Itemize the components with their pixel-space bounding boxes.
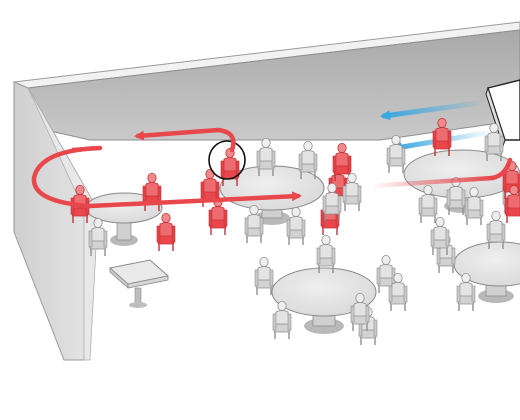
left-wall-face [27, 87, 99, 361]
table-a [70, 172, 176, 257]
table-e [430, 184, 520, 312]
room [12, 21, 520, 420]
table-c [386, 117, 520, 226]
recirculation-loop-segment [71, 145, 101, 153]
warm-airflow [31, 127, 513, 209]
recirculation-loop-segment [134, 127, 236, 153]
table-d [254, 234, 408, 346]
index-patient-highlight [208, 140, 246, 180]
ac-outflow-upper-arrow [380, 99, 489, 121]
recirculation-loop-segment [31, 145, 302, 209]
table-f [108, 259, 170, 308]
recirculation-loop-segment [369, 175, 495, 189]
